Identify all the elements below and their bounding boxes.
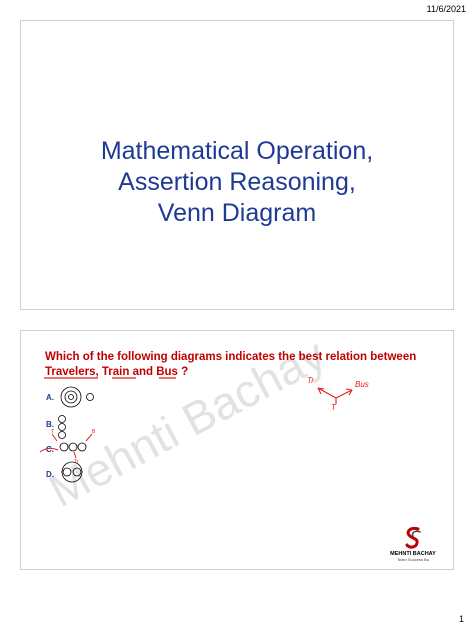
- logo-tagline: Team Success Bu: [396, 557, 429, 562]
- option-c-diagram: T B Tr: [39, 429, 96, 465]
- option-d-label: D.: [46, 470, 54, 479]
- title-line-1: Mathematical Operation,: [100, 137, 374, 165]
- slide-title: Mathematical Operation, Assertion Reason…: [20, 20, 454, 310]
- question-line-1: Which of the following diagrams indicate…: [45, 351, 417, 363]
- option-a-diagram: [60, 386, 94, 408]
- annotation-bus-label: Bus: [355, 380, 369, 389]
- header-date: 11/6/2021: [426, 4, 466, 14]
- logo-name: MEHNTI BACHAY: [390, 551, 436, 557]
- option-b-diagram: [58, 415, 66, 439]
- title-line-2: Assertion Reasoning,: [118, 168, 356, 196]
- option-c-label: C.: [46, 445, 54, 454]
- svg-text:T: T: [51, 429, 54, 435]
- svg-text:Tr: Tr: [74, 459, 79, 465]
- handwritten-relation-sketch: [317, 387, 353, 404]
- title-line-3: Venn Diagram: [157, 199, 317, 227]
- slide-question: Which of the following diagrams indicate…: [20, 330, 454, 570]
- option-b-label: B.: [46, 420, 54, 429]
- logo-s-icon: [405, 527, 421, 549]
- page-number: 1: [458, 614, 464, 624]
- slide-title-text: Mathematical Operation, Assertion Reason…: [21, 136, 453, 229]
- annotation-train-label: T: [331, 403, 336, 412]
- question-text: Which of the following diagrams indicate…: [45, 350, 435, 380]
- question-line-2: Travelers, Train and Bus ?: [45, 366, 189, 378]
- option-a-label: A.: [46, 393, 54, 402]
- annotation-travelers-label: Tr: [307, 376, 314, 385]
- brand-logo: MEHNTI BACHAY Team Success Bu: [388, 525, 438, 562]
- option-d-diagram: [61, 461, 83, 483]
- svg-text:B: B: [92, 429, 96, 435]
